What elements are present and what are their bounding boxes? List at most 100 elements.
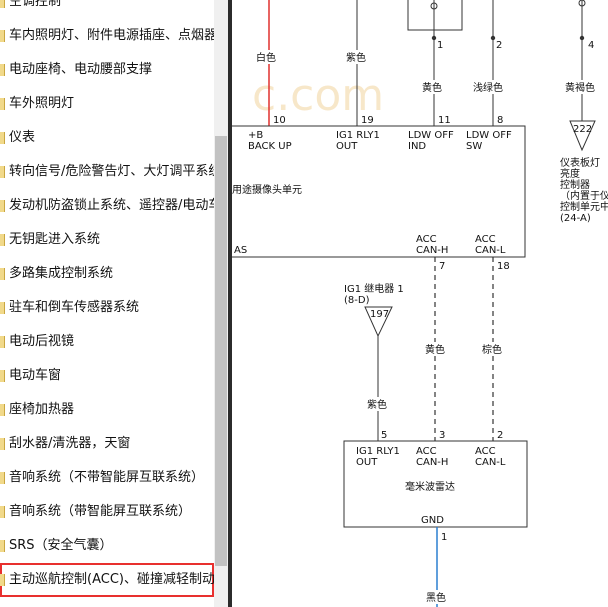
sidebar-list: 空调控制 车内照明灯、附件电源插座、点烟器 电动座椅、电动腰部支撑 车外照明灯 …: [0, 0, 214, 597]
book-icon: [0, 438, 5, 450]
radar-acc-h: ACC: [416, 446, 437, 457]
sidebar-item-acc-selected[interactable]: 主动巡航控制(ACC)、碰撞减轻制动: [0, 563, 214, 597]
sidebar-item[interactable]: 电动后视镜: [0, 325, 214, 359]
switch-pin-4: 4: [588, 40, 594, 51]
sidebar-item[interactable]: 转向信号/危险警告灯、大灯调平系统: [0, 155, 214, 189]
dash-light-ref: 222: [573, 124, 592, 135]
wire-dot: [431, 35, 437, 41]
radar-can-h: CAN-H: [416, 457, 448, 468]
book-icon: [0, 540, 5, 552]
dash-light-line5: 控制单元中: [560, 200, 608, 213]
book-icon: [0, 336, 5, 348]
ig1-relay-ref: (8-D): [344, 295, 370, 306]
pin-2: 2: [497, 430, 503, 441]
sidebar-item[interactable]: 多路集成控制系统: [0, 257, 214, 291]
wire-dot: [490, 35, 496, 41]
sidebar-item[interactable]: 驻车和倒车传感器系统: [0, 291, 214, 325]
sidebar-item-label: 座椅加热器: [9, 402, 75, 417]
sidebar-item[interactable]: 音响系统（带智能屏互联系统）: [0, 495, 214, 529]
sidebar-item[interactable]: 空调控制: [0, 0, 214, 19]
sidebar-item[interactable]: 车内照明灯、附件电源插座、点烟器: [0, 19, 214, 53]
sidebar-item-label: 电动座椅、电动腰部支撑: [9, 62, 153, 77]
wire-label-white: 白色: [256, 51, 276, 64]
wire-label-relay-purple: 紫色: [367, 398, 387, 411]
label-ig1-rly1: IG1 RLY1: [336, 130, 380, 141]
sidebar-item[interactable]: 发动机防盗锁止系统、遥控器/电动车: [0, 189, 214, 223]
sidebar-item-label: 驻车和倒车传感器系统: [9, 300, 140, 315]
book-icon: [0, 132, 5, 144]
sidebar-item-label: 空调控制: [9, 0, 62, 9]
sidebar-item[interactable]: 刮水器/清洗器，天窗: [0, 427, 214, 461]
book-icon: [0, 370, 5, 382]
sidebar-item[interactable]: 座椅加热器: [0, 393, 214, 427]
label-ig1-out: OUT: [336, 141, 358, 152]
ig1-relay-triangle: [364, 306, 393, 338]
label-as: AS: [234, 245, 247, 256]
switch-pin-1: 1: [437, 40, 443, 51]
dash-light-line3: 控制器: [560, 178, 590, 191]
sidebar-tree: 空调控制 车内照明灯、附件电源插座、点烟器 电动座椅、电动腰部支撑 车外照明灯 …: [0, 0, 228, 607]
sidebar-item[interactable]: 电动座椅、电动腰部支撑: [0, 53, 214, 87]
camera-unit-name: 用途摄像头单元: [232, 183, 302, 196]
sidebar-item[interactable]: 仪表: [0, 121, 214, 155]
label-back-up: BACK UP: [248, 141, 292, 152]
wire-label-black: 黑色: [426, 591, 446, 604]
sidebar-item[interactable]: 电动车窗: [0, 359, 214, 393]
pin-7: 7: [439, 261, 445, 272]
switch-contact: [578, 0, 586, 7]
wiring-diagram-pane[interactable]: c.com 1 2 4 白色 紫色 黄色 浅绿色 黄褐色 10 19 11: [232, 0, 608, 607]
dash-light-line6: (24-A): [560, 213, 591, 224]
sidebar-item-label: 多路集成控制系统: [9, 266, 114, 281]
sidebar-item-label: 音响系统（不带智能屏互联系统）: [9, 470, 205, 485]
label-sw: SW: [466, 141, 482, 152]
label-plus-b: +B: [248, 130, 263, 141]
dash-light-line2: 亮度: [560, 167, 580, 180]
label-can-l: CAN-L: [475, 245, 506, 256]
radar-ig1-out: OUT: [356, 457, 378, 468]
dash-light-line4: （内置于仪: [560, 189, 608, 202]
pin-1: 1: [441, 532, 447, 543]
book-icon: [0, 98, 5, 110]
pin-3: 3: [439, 430, 445, 441]
wire-label-can-brown: 棕色: [482, 343, 502, 356]
sidebar-item-label: SRS（安全气囊）: [9, 538, 113, 553]
wiring-diagram: c.com 1 2 4 白色 紫色 黄色 浅绿色 黄褐色 10 19 11: [232, 0, 608, 607]
pin-19: 19: [361, 115, 374, 126]
sidebar-item[interactable]: 车外照明灯: [0, 87, 214, 121]
book-icon: [0, 404, 5, 416]
sidebar-scrollbar[interactable]: [214, 0, 228, 607]
wire-label-can-yellow: 黄色: [425, 343, 445, 356]
scrollbar-thumb[interactable]: [215, 136, 227, 566]
sidebar-item-label: 主动巡航控制(ACC)、碰撞减轻制动: [9, 572, 214, 587]
book-icon: [0, 166, 5, 178]
wire-label-purple: 紫色: [346, 51, 366, 64]
label-ldw-off-sw: LDW OFF: [466, 130, 512, 141]
book-icon: [0, 200, 5, 212]
pane-splitter[interactable]: [228, 0, 232, 607]
sidebar-item-label: 车外照明灯: [9, 96, 75, 111]
sidebar-item-label: 刮水器/清洗器，天窗: [9, 436, 131, 451]
book-icon: [0, 0, 5, 8]
sidebar-item[interactable]: 音响系统（不带智能屏互联系统）: [0, 461, 214, 495]
pin-18: 18: [497, 261, 510, 272]
label-acc-h: ACC: [416, 234, 437, 245]
dash-light-line1: 仪表板灯: [560, 156, 600, 169]
sidebar-item[interactable]: 无钥匙进入系统: [0, 223, 214, 257]
sidebar-item-label: 无钥匙进入系统: [9, 232, 101, 247]
radar-unit-name: 毫米波雷达: [405, 480, 455, 493]
sidebar-item[interactable]: SRS（安全气囊）: [0, 529, 214, 563]
book-icon: [0, 472, 5, 484]
book-icon: [0, 30, 5, 42]
label-ind: IND: [408, 141, 426, 152]
ig1-relay-label: IG1 继电器 1: [344, 282, 404, 295]
sidebar-item-label: 音响系统（带智能屏互联系统）: [9, 504, 192, 519]
label-can-h: CAN-H: [416, 245, 448, 256]
book-icon: [0, 302, 5, 314]
camera-unit-box: [232, 125, 526, 258]
book-icon: [0, 506, 5, 518]
radar-can-l: CAN-L: [475, 457, 506, 468]
pin-10: 10: [273, 115, 286, 126]
sidebar-item-label: 发动机防盗锁止系统、遥控器/电动车: [9, 198, 214, 213]
pin-8: 8: [497, 115, 503, 126]
wire-label-yellow-brown: 黄褐色: [565, 81, 595, 94]
